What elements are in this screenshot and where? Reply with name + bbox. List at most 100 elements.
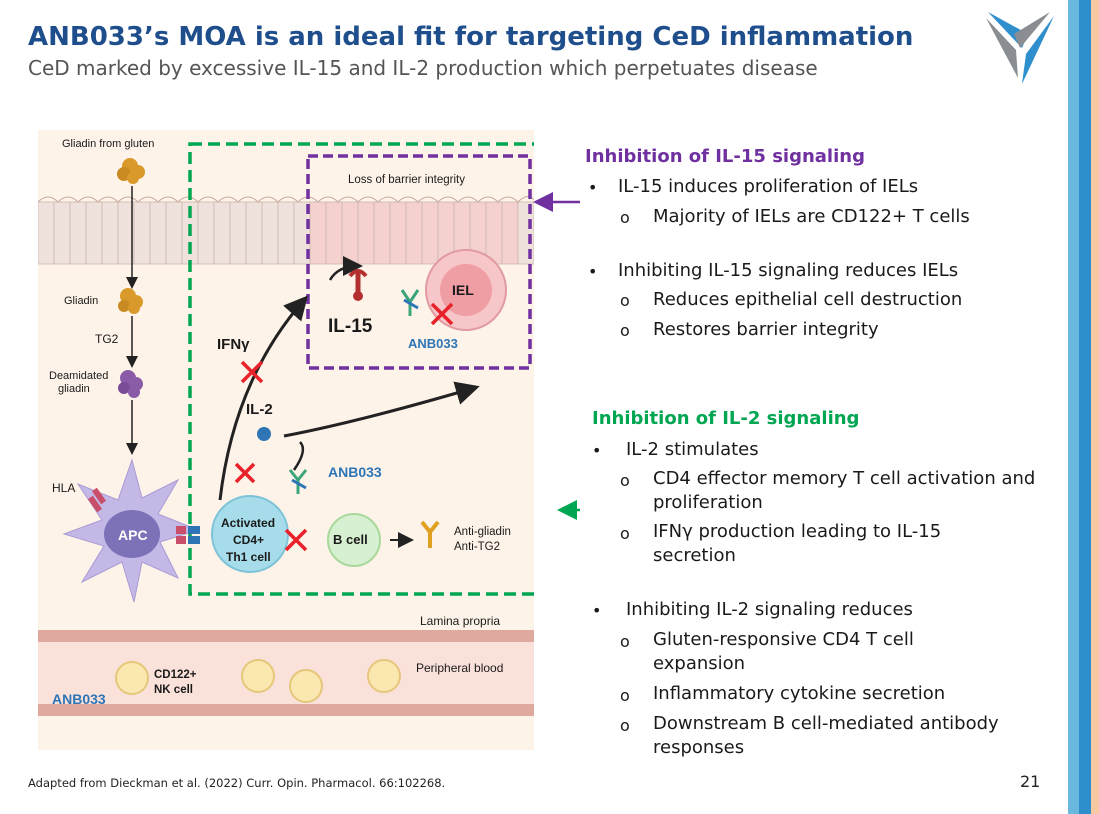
epithelial-cell xyxy=(213,201,231,265)
il15-bullet-2-sub-2: Restores barrier integrity xyxy=(653,319,879,340)
company-logo xyxy=(986,12,1054,84)
decor-stripe-blue xyxy=(1079,0,1091,814)
sub-bullet-marker: o xyxy=(620,321,630,340)
decor-stripe-light xyxy=(1068,0,1079,814)
epithelium xyxy=(38,196,534,265)
label-gliadin: Gliadin xyxy=(64,295,99,307)
citation-footer: Adapted from Dieckman et al. (2022) Curr… xyxy=(28,776,446,790)
label-nk-1: CD122+ xyxy=(154,669,197,681)
epithelial-cell xyxy=(165,201,183,265)
epithelial-cell xyxy=(373,201,391,265)
epithelial-cell xyxy=(229,201,247,265)
epithelial-cell xyxy=(405,201,423,265)
epithelial-cell xyxy=(245,201,263,265)
label-nk-2: NK cell xyxy=(154,684,193,696)
epithelial-cell xyxy=(197,201,215,265)
epithelial-cell xyxy=(517,201,534,265)
il15-bullet-1: IL-15 induces proliferation of IELs xyxy=(618,176,919,197)
bullet-dot: • xyxy=(592,601,602,620)
label-anb033-lower: ANB033 xyxy=(52,691,106,707)
sub-bullet-marker: o xyxy=(620,208,630,227)
il15-region-box xyxy=(306,154,532,370)
label-loss-barrier: Loss of barrier integrity xyxy=(348,174,465,186)
epithelial-cell xyxy=(101,201,119,265)
label-il15: IL-15 xyxy=(328,316,373,337)
red-x-icon xyxy=(430,302,454,326)
il2-bullet-1-sub-2: IFNγ production leading to IL-15 secreti… xyxy=(653,521,942,566)
epithelial-cell xyxy=(389,201,407,265)
il15-bullet-2-sub-1: Reduces epithelial cell destruction xyxy=(653,289,963,310)
il15-heading: Inhibition of IL-15 signaling xyxy=(585,146,865,167)
gliadin-from-gluten-icon xyxy=(117,158,145,184)
il2-bullet-2-sub-2: Inflammatory cytokine secretion xyxy=(653,683,946,704)
sub-bullet-marker: o xyxy=(620,716,630,735)
bullet-dot: • xyxy=(588,178,598,197)
epithelial-cell xyxy=(149,201,167,265)
nk-cell xyxy=(115,659,401,703)
il2-bullet-1-sub-1: CD4 effector memory T cell activation an… xyxy=(653,468,1036,513)
antibody-icon xyxy=(420,520,440,548)
il15-bullet-2: Inhibiting IL-15 signaling reduces IELs xyxy=(618,260,959,281)
label-anb033-upper: ANB033 xyxy=(408,336,458,351)
epithelial-cell xyxy=(341,201,359,265)
red-x-icon xyxy=(284,528,308,552)
epithelial-cell xyxy=(357,201,375,265)
label-lamina-propria: Lamina propria xyxy=(420,614,501,628)
epithelial-cell xyxy=(38,201,55,265)
slide-title: ANB033’s MOA is an ideal fit for targeti… xyxy=(28,22,914,52)
label-deamidated-1: Deamidated xyxy=(49,370,109,382)
epithelial-cell xyxy=(421,201,439,265)
connector-arrows xyxy=(533,192,580,520)
sub-bullet-marker: o xyxy=(620,291,630,310)
il15-receptor xyxy=(348,269,368,301)
label-anb033-middle: ANB033 xyxy=(328,464,382,480)
slide-subtitle: CeD marked by excessive IL-15 and IL-2 p… xyxy=(28,56,818,80)
epithelial-cell xyxy=(85,201,103,265)
epithelial-cell xyxy=(309,201,327,265)
label-activated-1: Activated xyxy=(221,516,276,530)
label-ifng: IFNγ xyxy=(217,336,250,353)
label-b-cell: B cell xyxy=(333,532,368,547)
label-activated-3: Th1 cell xyxy=(226,550,271,564)
il2-bullet-2: Inhibiting IL-2 signaling reduces xyxy=(626,599,913,620)
epithelial-cell xyxy=(277,201,295,265)
deamidated-gliadin-icon xyxy=(118,370,143,398)
epithelial-cell xyxy=(69,201,87,265)
il2-bullet-2-sub-1: Gluten-responsive CD4 T cell expansion xyxy=(653,629,914,674)
gliadin-icon xyxy=(118,288,143,314)
sub-bullet-marker: o xyxy=(620,524,630,543)
label-hla: HLA xyxy=(52,481,76,495)
label-peripheral-blood: Peripheral blood xyxy=(416,661,504,675)
label-apc: APC xyxy=(118,527,148,543)
label-anti-gliadin: Anti-gliadin xyxy=(454,526,511,538)
il2-bullet-2-sub-3: Downstream B cell-mediated antibody resp… xyxy=(653,713,999,758)
label-activated-2: CD4+ xyxy=(233,533,265,547)
il2-molecule xyxy=(257,427,271,441)
epithelial-cell xyxy=(501,201,519,265)
il15-bullet-1-sub-1: Majority of IELs are CD122+ T cells xyxy=(653,206,970,227)
bullet-dot: • xyxy=(588,262,598,281)
red-x-icon xyxy=(234,462,256,484)
sub-bullet-marker: o xyxy=(620,471,630,490)
apc-cell xyxy=(62,458,200,603)
il2-region-box xyxy=(188,142,534,596)
il2-bullet-1: IL-2 stimulates xyxy=(626,439,759,460)
label-il2: IL-2 xyxy=(246,401,273,418)
label-iel: IEL xyxy=(452,282,474,298)
anb033-antibody-upper xyxy=(400,289,420,316)
moa-diagram xyxy=(38,130,534,750)
sub-bullet-marker: o xyxy=(620,632,630,651)
b-cell xyxy=(327,513,381,567)
bullet-dot: • xyxy=(592,441,602,460)
label-tg2: TG2 xyxy=(95,332,119,346)
label-deamidated-2: gliadin xyxy=(58,383,90,395)
anb033-antibody-middle xyxy=(288,469,308,494)
page-number: 21 xyxy=(1020,772,1041,791)
decor-stripe-peach xyxy=(1091,0,1099,814)
red-x-icon xyxy=(240,360,264,384)
epithelial-cell xyxy=(53,201,71,265)
label-anti-tg2: Anti-TG2 xyxy=(454,541,501,553)
il2-heading: Inhibition of IL-2 signaling xyxy=(592,408,860,429)
epithelial-cell xyxy=(133,201,151,265)
epithelial-cell xyxy=(485,201,503,265)
